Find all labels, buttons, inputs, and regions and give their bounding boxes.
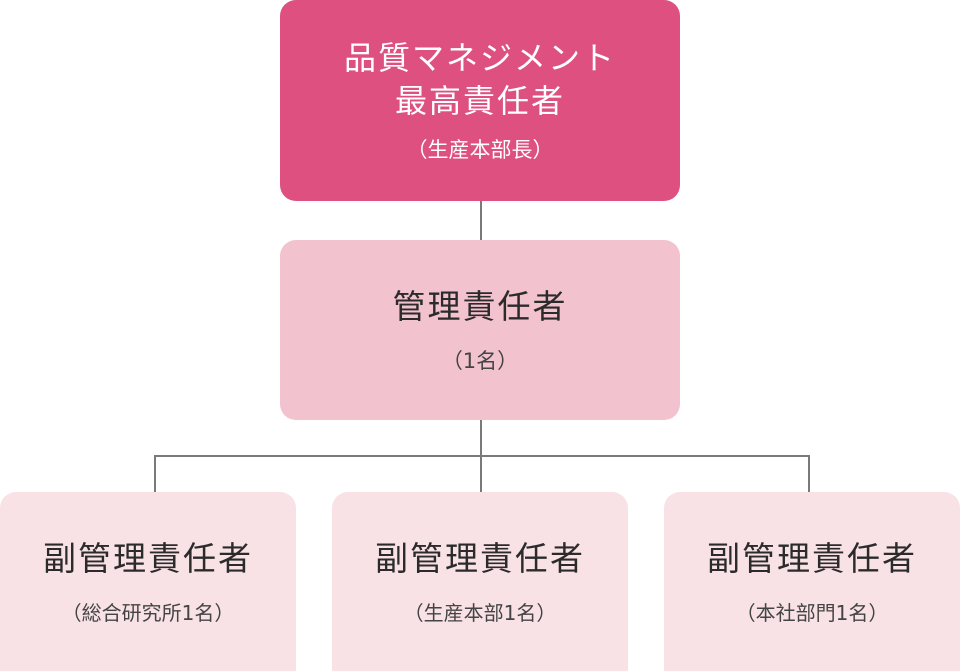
top-executive-title: 品質マネジメント 最高責任者 [343,38,616,120]
top-executive-subtitle: （生産本部長） [406,138,554,163]
deputy-box-research: 副管理責任者 （総合研究所1名） [0,492,296,671]
deputy-title: 副管理責任者 [707,539,917,579]
deputy-subtitle: （総合研究所1名） [61,600,235,625]
deputy-box-headquarters: 副管理責任者 （本社部門1名） [664,492,960,671]
deputy-box-production: 副管理責任者 （生産本部1名） [332,492,628,671]
manager-box: 管理責任者 （1名） [280,240,680,420]
manager-subtitle: （1名） [441,348,519,373]
manager-title: 管理責任者 [392,287,568,327]
deputy-subtitle: （本社部門1名） [735,600,889,625]
deputy-title: 副管理責任者 [375,539,585,579]
top-executive-box: 品質マネジメント 最高責任者 （生産本部長） [280,0,680,201]
deputy-title: 副管理責任者 [43,539,253,579]
deputy-subtitle: （生産本部1名） [403,600,557,625]
